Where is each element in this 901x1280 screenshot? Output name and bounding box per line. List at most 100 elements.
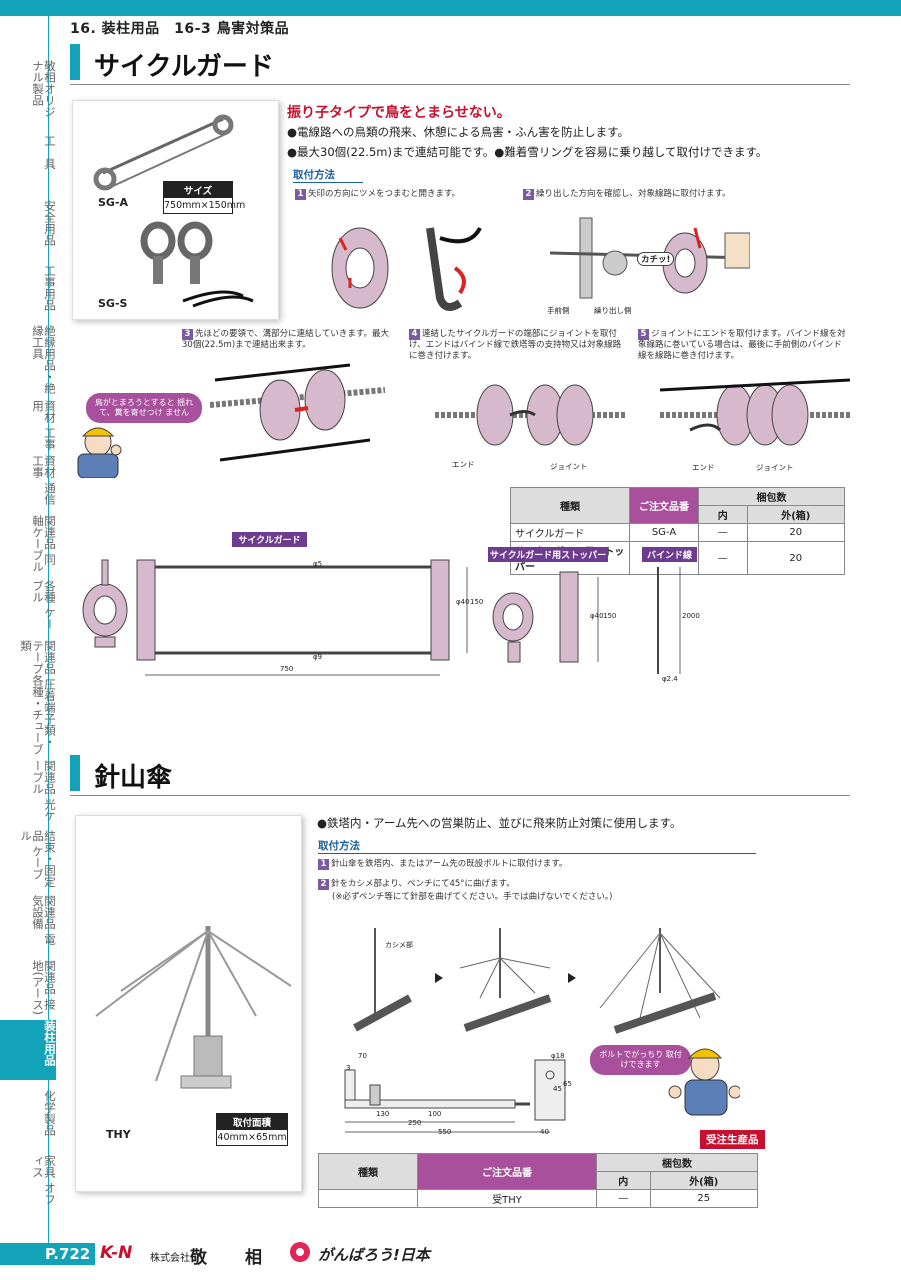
worker-illustration [77,427,122,478]
section-title-2: 針山傘 [94,763,173,793]
thy-install-illustration [353,928,721,1034]
made-to-order-badge: 受注生産品 [700,1130,765,1149]
step-2-illustration [550,217,750,299]
side-tab[interactable]: 装柱用品 [0,1020,57,1080]
dim-phi9: φ9 [313,653,323,661]
label-sg-s: SG-S [98,297,128,310]
dim-65: 65 [563,1080,572,1088]
page-number: P.722 [0,1243,95,1265]
cycle-guard-drawing [82,559,468,676]
section-header-hariyama: 針山傘 [70,755,850,796]
dim-130: 130 [376,1110,390,1118]
install-heading-2: 取付方法 [318,838,756,854]
side-tab[interactable]: 結束・固定品 ケーブル [19,830,57,888]
catch-copy: 振り子タイプで鳥をとまらせない。 [287,105,511,121]
side-tab[interactable]: 関連品 接地(アース) [31,960,57,1015]
side-tab[interactable]: 絶縁用品・絶縁工具 [31,325,57,394]
dim-stopper-phi40: φ40 [590,612,604,620]
side-tab[interactable]: 家具 オフィス [31,1155,57,1205]
packaging-table-thy: 種類 ご注文品番 梱包数 内 外(箱) 受THY — 25 [318,1153,759,1208]
dim-250: 250 [408,1119,422,1127]
side-tab[interactable]: 各種 ケーブル [31,580,57,630]
label-kuridashi: 繰り出し側 [594,306,632,315]
top-bar [0,0,901,16]
label-end-2: エンド [692,463,715,472]
side-tab[interactable]: 資材 工事用 [31,400,57,450]
dim-150: 150 [470,598,484,606]
step-1-illustration [331,226,482,311]
bullet-1: ●電線路への鳥類の飛来、休憩による鳥害・ふん害を防止します。 [287,125,630,139]
side-tab[interactable]: 関連品 電気設備 [31,895,57,945]
install-heading: 取付方法 [293,167,363,183]
section-title: サイクルガード [94,52,274,82]
bullet-2: ●最大30個(22.5m)まで連結可能です。●難着雪リングを容易に乗り越して取付… [287,145,768,159]
dim-3: 3 [346,1064,351,1072]
table-row: サイクルガード SG-A — 20 [510,523,846,542]
worker-illustration-2 [668,1048,740,1116]
thy-note: (※必ずペンチ等にて針部を曲げてください。手では曲げないでください。) [332,892,613,902]
company-type: 株式会社 [150,1253,190,1264]
side-tab[interactable]: 安全用品 [43,200,57,246]
thy-dimension-drawing [344,1059,566,1133]
drawing-title-stopper: サイクルガード用ストッパー [488,547,608,562]
side-tab[interactable]: 資材 通信工事 [31,455,57,505]
company-name-1: 敬 [190,1248,207,1268]
dim-100: 100 [428,1110,442,1118]
dim-phi40: φ40 [456,598,470,606]
label-sg-a: SG-A [98,196,129,209]
cycle-guard-photo [93,114,254,308]
dim-phi5: φ5 [313,560,323,568]
dim-40: 40 [540,1128,549,1136]
side-tab[interactable]: 敬相オリジナル製品 [31,60,57,118]
company-logo: K-N [100,1243,133,1263]
callout-kachi: カチッ! [637,252,675,266]
side-tab[interactable]: 関連品 圧着端子類・テープ各種・チューブ類 [19,640,57,755]
stopper-drawing [492,571,599,663]
breadcrumb: 16. 装柱用品 16-3 鳥害対策品 [70,21,290,37]
section-header-cycle-guard: サイクルガード [70,44,850,85]
speech-bubble-thy: ボルトでがっちり 取付けできます [590,1045,691,1075]
side-tab[interactable]: 化学製品 [43,1090,57,1136]
drawing-title-guard: サイクルガード [232,532,307,547]
side-tab[interactable]: 工 具 [43,135,57,170]
dim-phi18: φ18 [551,1052,565,1060]
dim-750: 750 [280,665,294,673]
slogan: がんばろう!日本 [318,1246,430,1264]
dim-45: 45 [553,1085,562,1093]
hariyama-photo [95,926,292,1089]
dim-stopper-150: 150 [603,612,617,620]
label-thy: THY [106,1128,131,1141]
speech-bubble-guard: 鳥がとまろうとすると 揺れて、糞を寄せつけ ません [86,393,202,423]
bind-wire-drawing [657,567,681,674]
product-photo-sg: SG-A SG-S サイズ 750mm×150mm [72,100,279,320]
label-end-1: エンド [452,460,475,469]
drawing-title-bind: バインド線 [642,547,697,562]
dim-bind-2000: 2000 [682,612,700,620]
table-row: 受THY — 25 [318,1189,759,1208]
dim-bind-phi: φ2.4 [662,675,678,683]
side-divider [48,16,49,1246]
size-box: サイズ 750mm×150mm [163,181,245,214]
company-name-2: 相 [245,1248,262,1268]
side-tab[interactable]: 関連品 光ケーブル [31,760,57,822]
label-kashime: カシメ部 [385,941,413,949]
area-box: 取付面積 40mm×65mm [216,1113,288,1146]
sakura-icon [290,1242,310,1262]
product-photo-thy: THY 取付面積 40mm×65mm [75,815,302,1192]
step-3-illustration [210,363,386,462]
side-tab[interactable]: 工事用品 [43,265,57,311]
side-tabs: 敬相オリジナル製品工 具安全用品工事用品絶縁用品・絶縁工具資材 工事用資材 通信… [0,60,57,1230]
step-4-illustration [435,384,625,446]
label-temae: 手前側 [547,306,570,315]
dim-70: 70 [358,1052,367,1060]
side-tab[interactable]: 関連品 同軸ケーブル [31,515,57,573]
step-5-illustration [660,378,850,446]
label-joint-2: ジョイント [756,463,794,472]
